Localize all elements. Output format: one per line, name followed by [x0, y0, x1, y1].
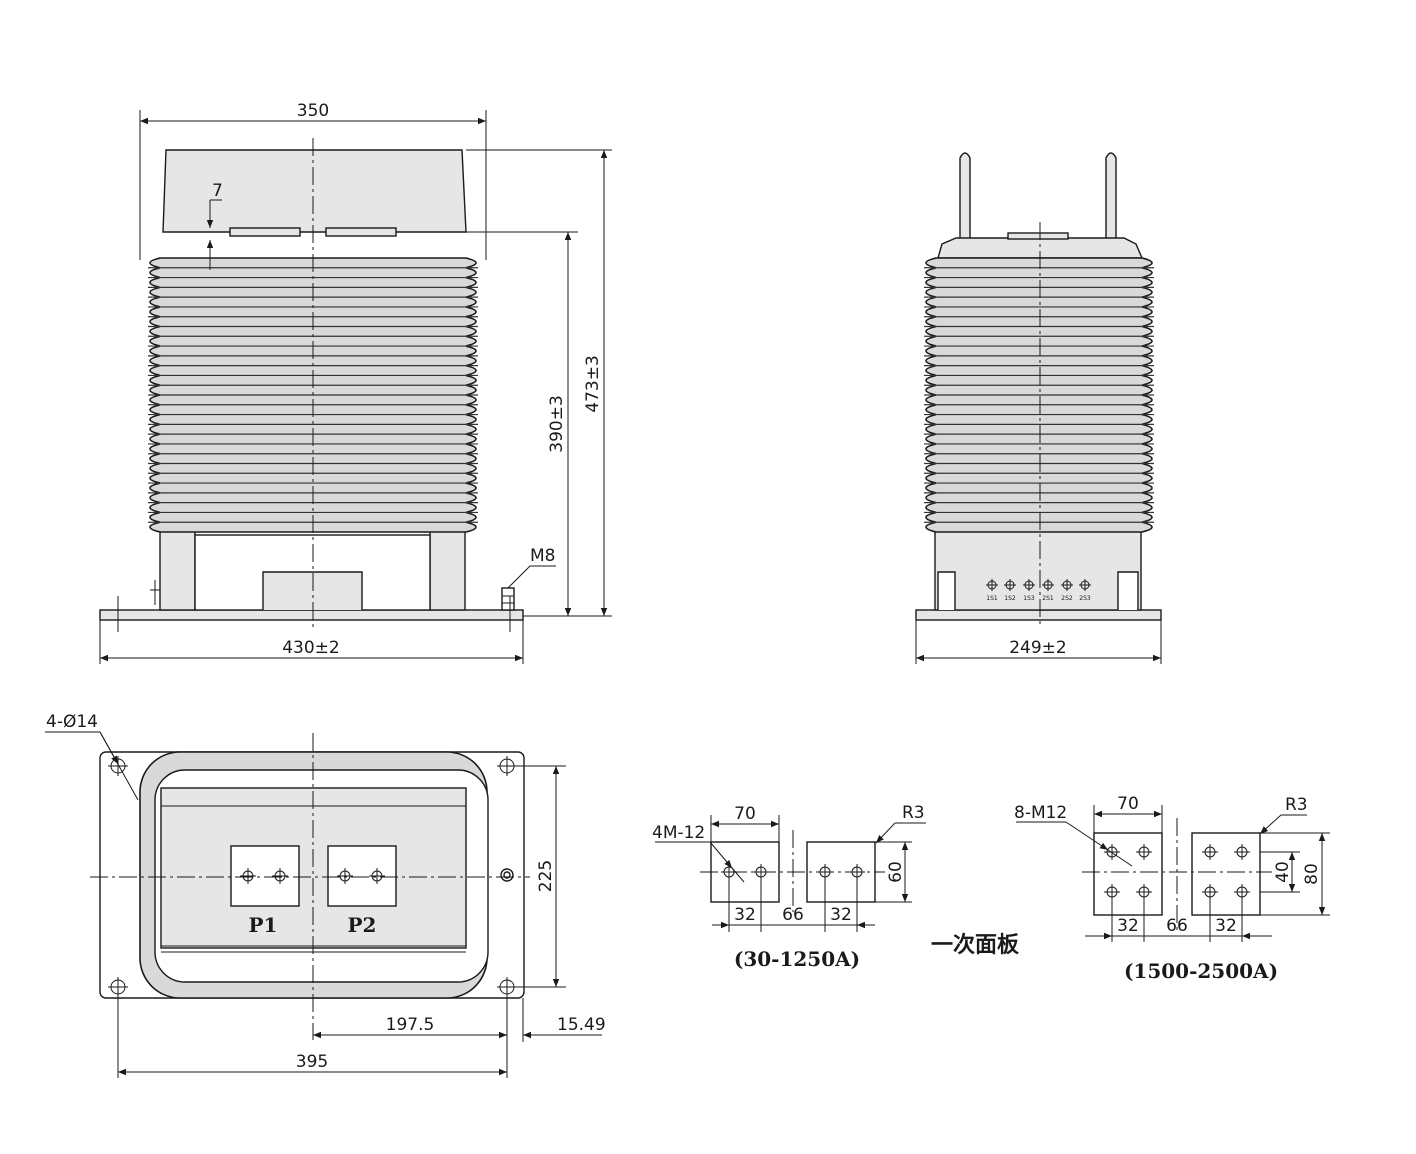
panel-title: 一次面板 [931, 932, 1020, 958]
terminal-label: 1S1 [986, 595, 998, 602]
side-rib-lines [924, 267, 1154, 523]
side-dimensions: 249±2 [915, 620, 1162, 664]
dim-1549: 15.49 [557, 1015, 606, 1035]
terminal-label: 1S2 [1004, 595, 1016, 602]
side-lower-block [934, 529, 1142, 611]
panel-large-range: (1500-2500A) [1124, 959, 1278, 983]
pad-holes [240, 868, 385, 884]
panel-large-h80: 80 [1302, 863, 1322, 885]
label-p1: P1 [249, 913, 278, 937]
label-p2: P2 [348, 913, 377, 937]
front-leg-right [429, 529, 466, 611]
bottom-view: P1 P2 [90, 733, 530, 1040]
panel-small-32b: 32 [830, 905, 852, 925]
panel-small-h60: 60 [886, 861, 906, 883]
bottom-dimensions: 4-Ø14 225 197.5 15.49 395 [45, 712, 606, 1078]
bolt-label: M8 [530, 546, 555, 566]
dim-197: 197.5 [386, 1015, 435, 1035]
panel-small-holes-label: 4M-12 [652, 823, 705, 843]
front-terminal-pad-2 [325, 227, 397, 237]
terminal-label: 2S2 [1061, 595, 1073, 602]
side-base-plate [915, 609, 1162, 621]
terminal-label: 2S1 [1042, 595, 1054, 602]
dim-249: 249±2 [1009, 638, 1067, 658]
holes-label: 4-Ø14 [46, 712, 98, 732]
ground-bolt [501, 587, 515, 611]
dim-350: 350 [297, 101, 329, 121]
panel-small-w70: 70 [734, 804, 756, 824]
side-view: 1S1 1S2 1S3 2S1 2S2 2S3 [915, 152, 1162, 626]
panel-large-w70: 70 [1117, 794, 1139, 814]
panel-small: 70 4M-12 R3 60 32 66 32 (30-1250A) [652, 803, 926, 971]
front-top-cap [162, 149, 467, 233]
dim-473: 473±3 [583, 355, 603, 413]
panel-small-range: (30-1250A) [734, 947, 860, 971]
panel-small-66: 66 [782, 905, 804, 925]
secondary-terminals: 1S1 1S2 1S3 2S1 2S2 2S3 [986, 579, 1091, 602]
terminal-label: 1S3 [1023, 595, 1035, 602]
front-terminal-pad-1 [229, 227, 301, 237]
front-leg-left [159, 529, 196, 611]
front-dimensions: 350 7 390±3 473±3 M8 430±2 [99, 101, 612, 664]
panel-large-holes-label: 8-M12 [1014, 803, 1067, 823]
panel-small-32a: 32 [734, 905, 756, 925]
panel-small-r3: R3 [902, 803, 925, 823]
front-base-plate [99, 609, 524, 621]
dim-225: 225 [536, 860, 556, 892]
dim-395: 395 [296, 1052, 328, 1072]
stud-left [959, 152, 971, 241]
panel-large: 70 8-M12 R3 40 80 32 66 32 (1500-2500A) [1014, 794, 1330, 983]
terminal-label: 2S3 [1079, 595, 1091, 602]
panel-large-r3: R3 [1285, 795, 1308, 815]
dim-390: 390±3 [547, 395, 567, 453]
dim-7: 7 [212, 181, 223, 201]
panel-large-left-plate [1093, 832, 1163, 916]
stud-right [1105, 152, 1117, 241]
panel-large-32a: 32 [1117, 916, 1139, 936]
panel-large-66: 66 [1166, 916, 1188, 936]
dim-430: 430±2 [282, 638, 340, 658]
panel-large-32b: 32 [1215, 916, 1237, 936]
panel-large-h40: 40 [1273, 861, 1293, 883]
front-view [99, 138, 524, 628]
panel-large-right-plate [1191, 832, 1261, 916]
